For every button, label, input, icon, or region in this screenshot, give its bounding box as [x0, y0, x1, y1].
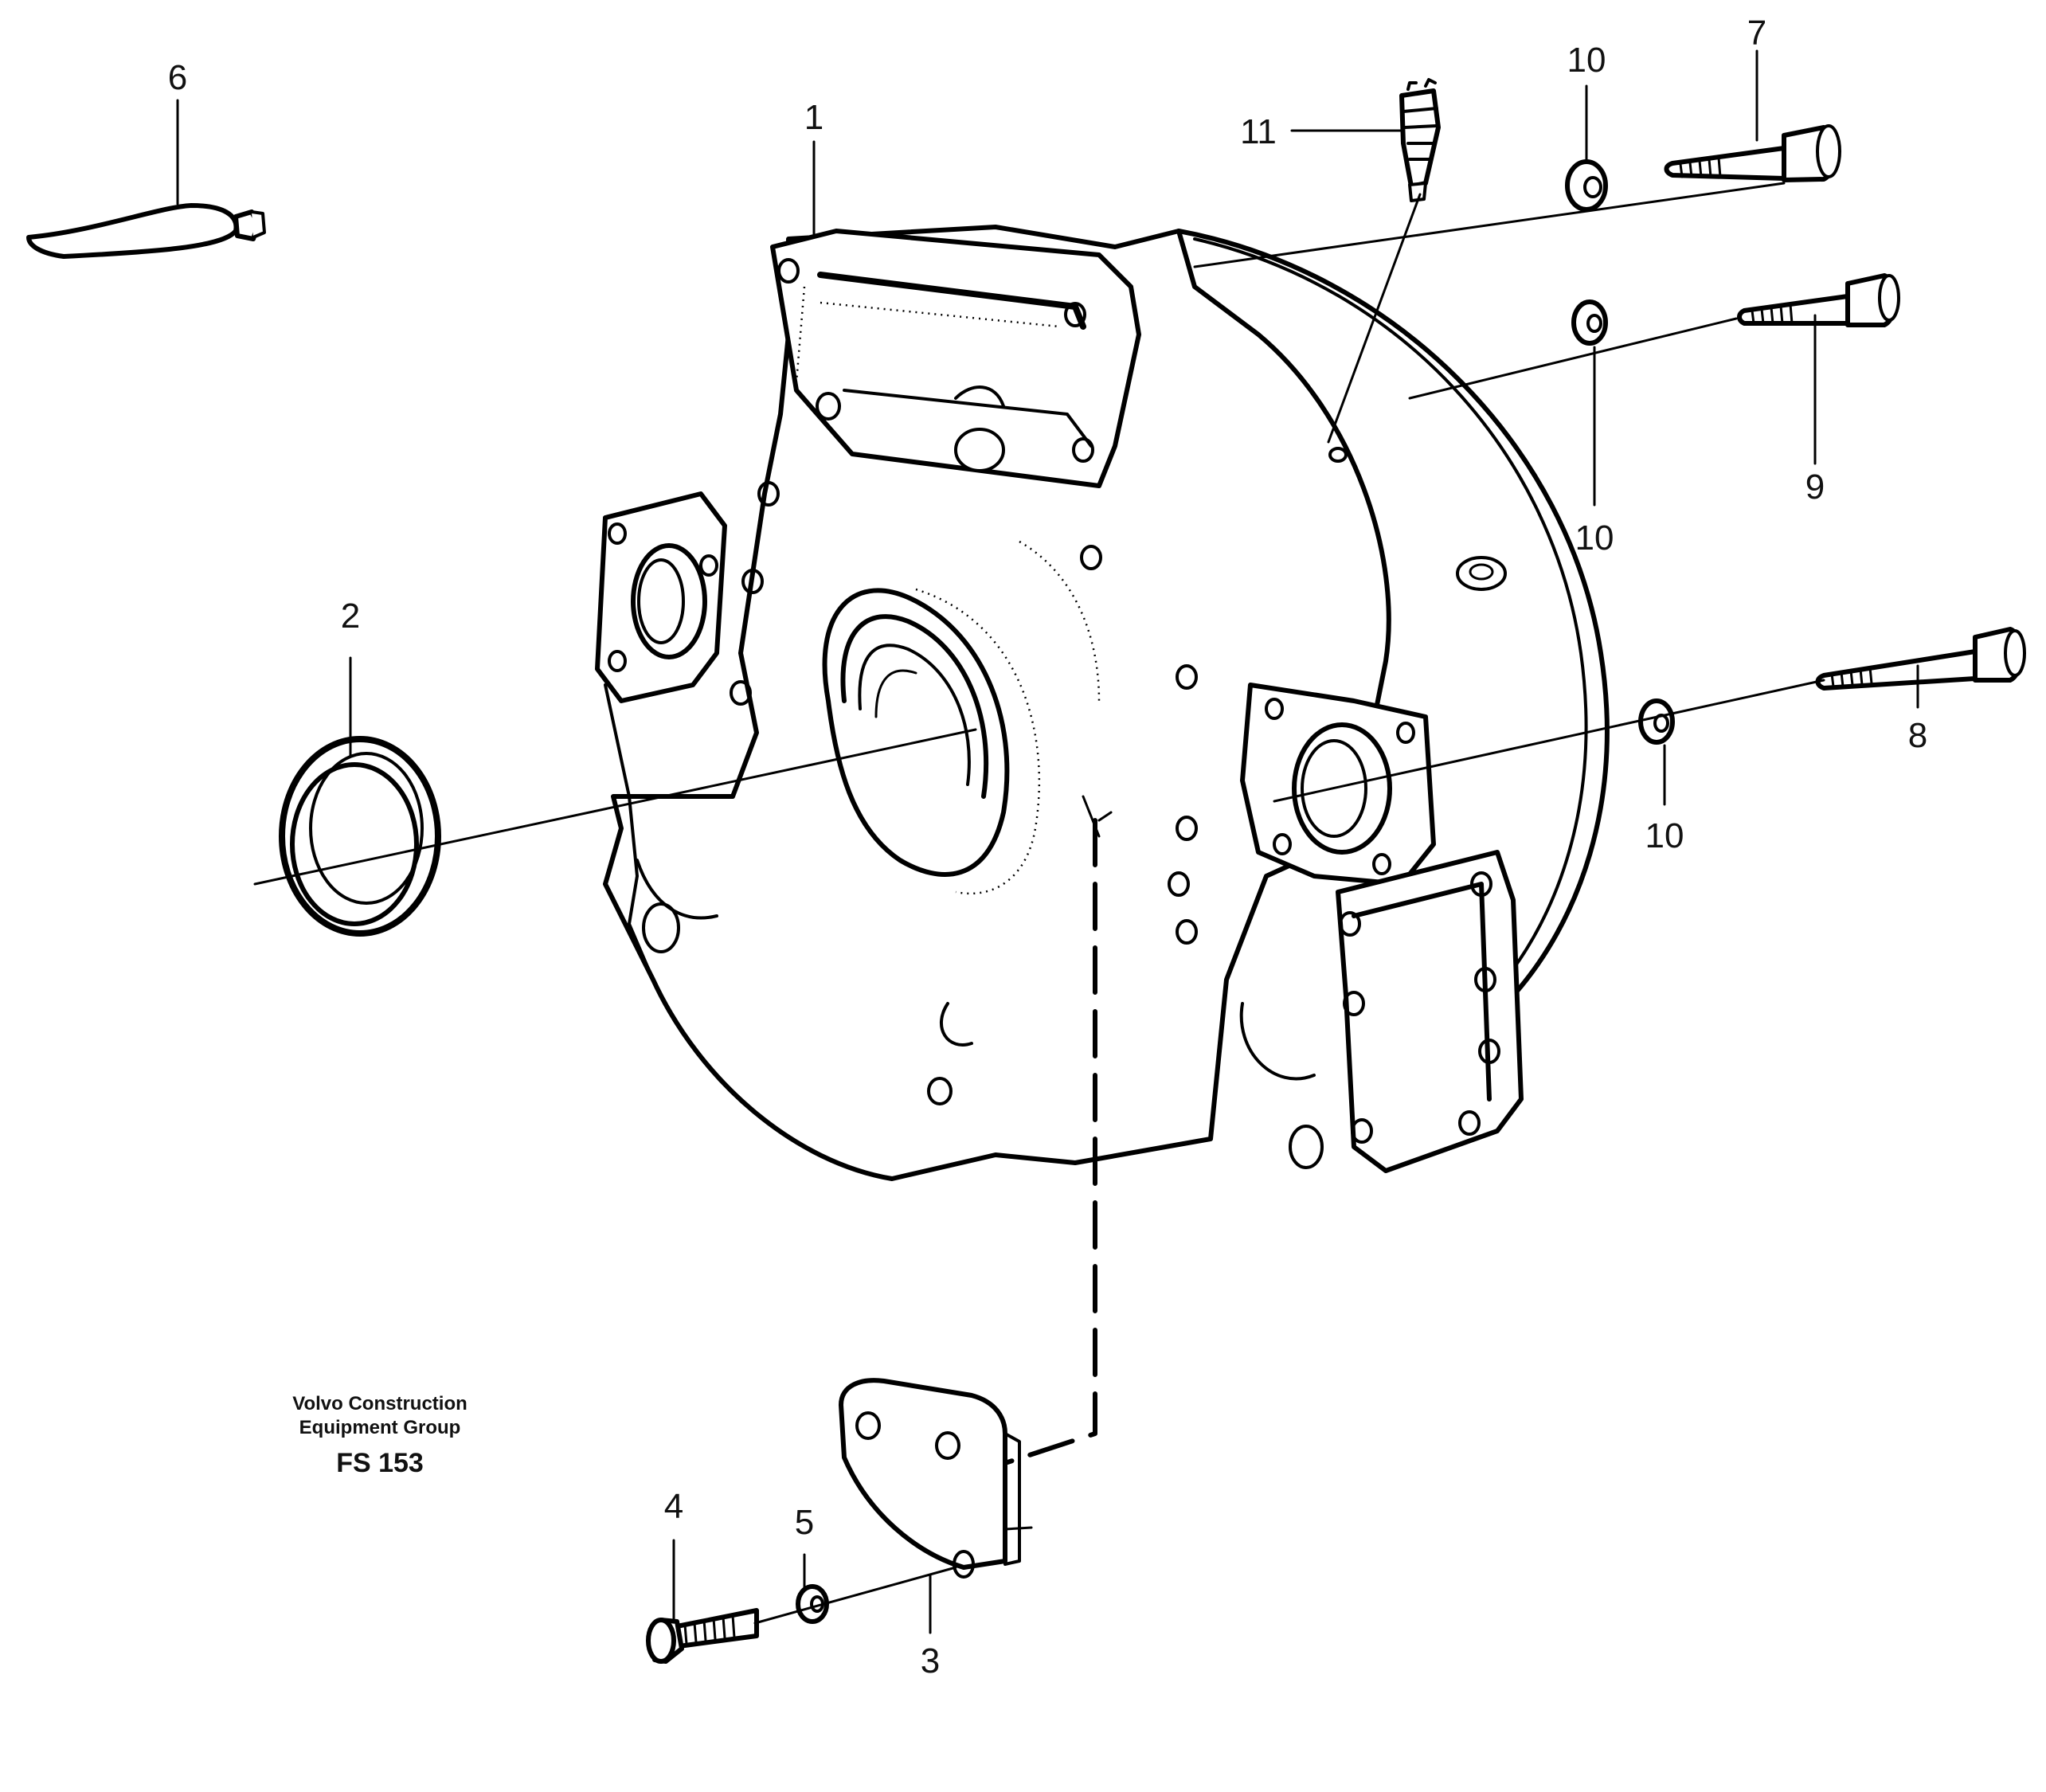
flywheel-housing — [595, 225, 1610, 1181]
callout-2: 2 — [341, 597, 360, 636]
crankshaft-seal-ring — [279, 736, 441, 937]
bolt-9 — [1737, 273, 1900, 327]
bolt-7 — [1664, 124, 1841, 182]
screw-4 — [646, 1608, 759, 1664]
callout-6: 6 — [168, 58, 187, 97]
drain-plug-boss — [939, 1002, 973, 1047]
callout-3: 3 — [921, 1641, 940, 1680]
cover-plate — [839, 1378, 1021, 1579]
right-side-flange — [1240, 683, 1436, 886]
callout-1: 1 — [804, 98, 823, 137]
caption-code: FS 153 — [336, 1448, 424, 1478]
washer-10-middle — [1571, 299, 1608, 346]
caption-block: Volvo Construction Equipment Group FS 15… — [292, 1393, 467, 1478]
bolt-8 — [1815, 627, 2026, 691]
callouts: 1 2 3 4 5 6 7 8 9 10 10 10 11 — [168, 14, 1927, 1680]
callout-10-top: 10 — [1567, 41, 1606, 80]
lower-mounting-block — [1239, 850, 1524, 1173]
housing-bolt-holes — [730, 258, 1198, 1105]
left-side-flange — [595, 491, 727, 981]
leader-lines — [176, 49, 1919, 1634]
callout-9: 9 — [1805, 468, 1825, 507]
speed-sensor — [1399, 78, 1441, 202]
callout-10-bottom: 10 — [1645, 816, 1684, 855]
callout-7: 7 — [1747, 14, 1766, 53]
callout-5: 5 — [795, 1503, 814, 1542]
callout-4: 4 — [664, 1487, 683, 1526]
washer-10-bottom — [1638, 698, 1675, 745]
washer-10-top — [1565, 159, 1608, 212]
sealant-tube — [26, 203, 266, 259]
callout-8: 8 — [1908, 716, 1927, 755]
sensor-hole — [1328, 447, 1348, 463]
callout-10-middle: 10 — [1575, 518, 1614, 558]
dowel-boss — [1456, 556, 1507, 591]
assembly-lines — [253, 182, 1825, 1625]
caption-line-2: Equipment Group — [299, 1417, 461, 1438]
callout-11: 11 — [1240, 112, 1277, 151]
crankshaft-bore — [822, 588, 1041, 895]
caption-line-1: Volvo Construction — [292, 1393, 467, 1414]
